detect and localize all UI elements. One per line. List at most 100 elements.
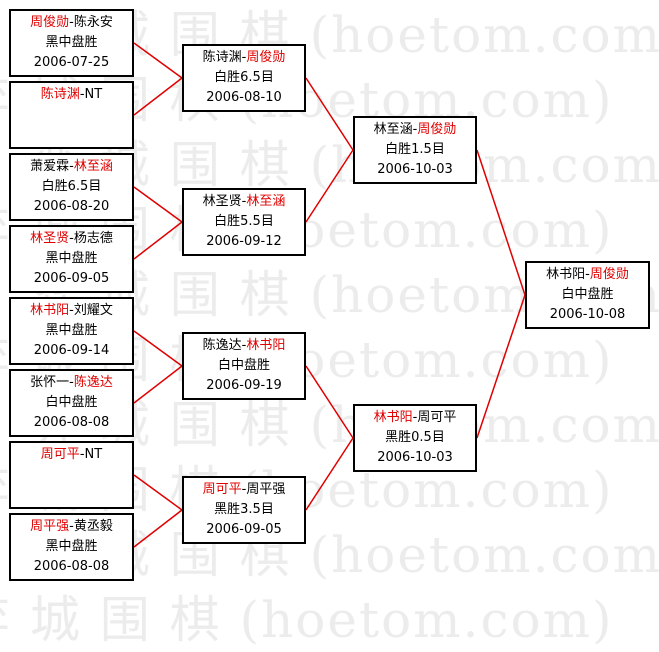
match-result: 白胜5.5目 [214,214,274,229]
match-players: 张怀一-陈逸达 [11,373,132,393]
match-players: 林圣贤-林至涵 [184,192,304,212]
match-result: 白中盘胜 [217,358,270,373]
player-separator: - [79,87,85,102]
connector-line [133,186,183,223]
match-players: 陈逸达-林书阳 [184,336,304,356]
player-2-name: 林至涵 [73,159,113,174]
player-separator: - [69,15,74,30]
player-1-name: 周可平 [202,482,242,497]
watermark-line: 弈 城 围 棋 (hoetom.com) [0,591,614,649]
match-result: 白胜6.5目 [214,70,274,85]
connector-line [305,77,354,151]
match-players: 周俊勋-陈永安 [11,13,132,33]
player-separator: - [79,447,85,462]
player-2-name: 周俊勋 [589,267,629,282]
match-box-round-1-2: 陈诗渊-NT [9,81,134,149]
player-separator: - [412,122,418,137]
player-2-name: 周俊勋 [246,50,286,65]
bracket-connectors [133,42,526,548]
player-2-name: 刘耀文 [73,303,113,318]
match-result: 黑中盘胜 [45,35,98,50]
match-players: 周可平-NT [11,445,132,465]
connector-line [133,330,183,367]
player-1-name: 陈诗渊 [202,50,242,65]
player-2-name: 林至涵 [246,194,286,209]
match-date: 2006-10-03 [377,162,453,177]
player-2-name: 黄丞毅 [73,519,113,534]
player-1-name: 陈诗渊 [40,87,80,102]
connector-line [133,509,183,548]
player-1-name: 林至涵 [373,122,413,137]
connector-line [133,42,183,79]
match-players: 林书阳-周俊勋 [527,265,648,285]
match-players: 萧爱霖-林至涵 [11,157,132,177]
connector-line [305,365,354,439]
match-players: 陈诗渊-周俊勋 [184,48,304,68]
player-1-name: 张怀一 [30,375,70,390]
match-box-round-2-3: 陈逸达-林书阳白中盘胜 2006-09-19 [182,332,306,400]
match-date: 2006-09-19 [206,378,282,393]
match-date: 2006-10-03 [377,450,453,465]
match-players: 周平强-黄丞毅 [11,517,132,537]
player-separator: - [69,519,74,534]
player-1-name: 周可平 [40,447,80,462]
connector-line [133,77,183,116]
player-1-name: 林圣贤 [30,231,70,246]
player-separator: - [241,482,247,497]
player-separator: - [69,303,74,318]
connector-line [133,221,183,260]
match-result: 黑中盘胜 [45,251,98,266]
match-players: 陈诗渊-NT [11,85,132,105]
player-1-name: 萧爱霖 [30,159,70,174]
player-separator: - [69,159,74,174]
player-2-name: 林书阳 [246,338,286,353]
player-2-name: 杨志德 [73,231,113,246]
match-players: 林圣贤-杨志德 [11,229,132,249]
player-separator: - [69,375,74,390]
connector-line [305,437,354,511]
player-2-name: NT [84,87,103,102]
match-players: 林书阳-刘耀文 [11,301,132,321]
player-2-name: 周俊勋 [417,122,457,137]
match-date: 2006-10-08 [549,307,626,322]
player-2-name: 周平强 [246,482,286,497]
connector-line [133,365,183,404]
player-separator: - [241,50,247,65]
match-result: 黑中盘胜 [45,323,98,338]
player-1-name: 林书阳 [546,267,586,282]
match-box-round-1-7: 周可平-NT [9,441,134,509]
match-box-round-2-1: 陈诗渊-周俊勋白胜6.5目 2006-08-10 [182,44,306,112]
match-box-round-3-1: 林至涵-周俊勋白胜1.5目 2006-10-03 [353,116,477,184]
match-date: 2006-09-05 [33,271,110,286]
match-result: 黑胜3.5目 [214,502,274,517]
match-result: 白中盘胜 [45,395,98,410]
match-box-round-1-6: 张怀一-陈逸达白中盘胜 2006-08-08 [9,369,134,437]
player-2-name: 周可平 [417,410,457,425]
player-separator: - [585,267,590,282]
player-2-name: 陈永安 [73,15,113,30]
match-result: 白胜6.5目 [41,179,102,194]
match-date: 2006-08-08 [33,415,110,430]
match-box-round-1-4: 林圣贤-杨志德黑中盘胜 2006-09-05 [9,225,134,293]
player-1-name: 林书阳 [30,303,70,318]
match-players: 林至涵-周俊勋 [355,120,475,140]
match-players: 林书阳-周可平 [355,408,475,428]
player-1-name: 陈逸达 [202,338,242,353]
player-1-name: 林书阳 [373,410,413,425]
player-separator: - [412,410,418,425]
match-date: 2006-08-10 [206,90,282,105]
match-result: 黑中盘胜 [45,539,98,554]
match-date: 2006-08-20 [33,199,110,214]
match-date: 2006-09-12 [206,234,282,249]
player-separator: - [69,231,74,246]
connector-line [476,149,526,296]
match-result: 白胜1.5目 [385,142,445,157]
connector-line [305,149,354,223]
player-separator: - [241,338,247,353]
